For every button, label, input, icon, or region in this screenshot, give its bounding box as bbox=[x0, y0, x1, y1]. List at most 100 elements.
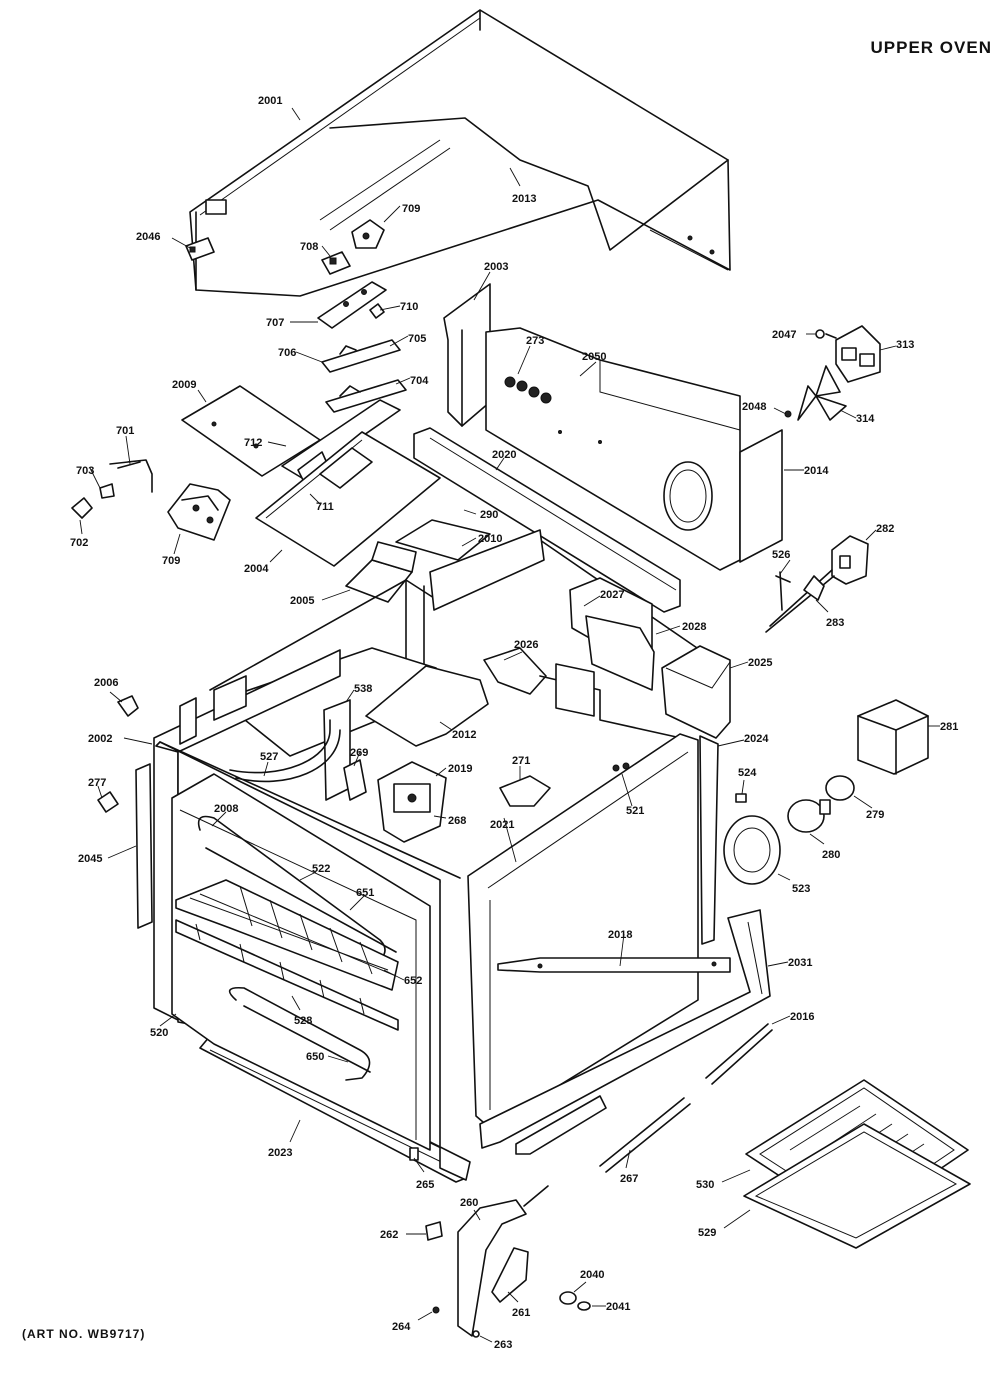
callout-712: 712 bbox=[244, 437, 262, 449]
callout-522: 522 bbox=[312, 863, 330, 875]
callout-707: 707 bbox=[266, 317, 284, 329]
callout-260: 260 bbox=[460, 1197, 478, 1209]
callout-2002: 2002 bbox=[88, 733, 112, 745]
callout-2009: 2009 bbox=[172, 379, 196, 391]
callout-2027: 2027 bbox=[600, 589, 624, 601]
clip-524 bbox=[735, 793, 747, 803]
callout-280: 280 bbox=[822, 849, 840, 861]
callout-650: 650 bbox=[306, 1051, 324, 1063]
callout-2005: 2005 bbox=[290, 595, 314, 607]
callout-279: 279 bbox=[866, 809, 884, 821]
callout-2026: 2026 bbox=[514, 639, 538, 651]
callout-529: 529 bbox=[698, 1227, 716, 1239]
callout-704: 704 bbox=[410, 375, 429, 387]
clip-2006 bbox=[117, 695, 139, 717]
bracket-2046 bbox=[185, 237, 215, 261]
callout-264: 264 bbox=[392, 1321, 411, 1333]
callout-652: 652 bbox=[404, 975, 422, 987]
callout-313: 313 bbox=[896, 339, 914, 351]
callout-2016: 2016 bbox=[790, 1011, 814, 1023]
callout-2020: 2020 bbox=[492, 449, 516, 461]
callout-2024: 2024 bbox=[744, 733, 769, 745]
part-271 bbox=[499, 775, 551, 807]
callout-521: 521 bbox=[626, 805, 644, 817]
callout-labels: 2001 2013 709 2046 708 710 707 705 706 7… bbox=[70, 95, 958, 1351]
callout-2019: 2019 bbox=[448, 763, 472, 775]
callout-2008: 2008 bbox=[214, 803, 238, 815]
callout-708: 708 bbox=[300, 241, 318, 253]
shield-2005 bbox=[345, 541, 417, 603]
callout-2031: 2031 bbox=[788, 957, 812, 969]
callout-269: 269 bbox=[350, 747, 368, 759]
light-bulb-280 bbox=[787, 799, 831, 833]
callout-711: 711 bbox=[316, 501, 334, 513]
callout-290: 290 bbox=[480, 509, 498, 521]
callout-709-lower: 709 bbox=[162, 555, 180, 567]
callout-281: 281 bbox=[940, 721, 958, 733]
callout-520: 520 bbox=[150, 1027, 168, 1039]
socket-277 bbox=[97, 791, 119, 813]
callout-538: 538 bbox=[354, 683, 372, 695]
callout-2012: 2012 bbox=[452, 729, 476, 741]
oven-body bbox=[135, 427, 773, 1183]
callout-267: 267 bbox=[620, 1173, 638, 1185]
callout-651: 651 bbox=[356, 887, 374, 899]
callout-527: 527 bbox=[260, 751, 278, 763]
callout-268: 268 bbox=[448, 815, 466, 827]
cover-2014 bbox=[739, 429, 783, 563]
callout-2048: 2048 bbox=[742, 401, 766, 413]
light-socket-279 bbox=[825, 775, 855, 801]
callout-265: 265 bbox=[416, 1179, 434, 1191]
lock-parts bbox=[71, 459, 231, 541]
callout-702: 702 bbox=[70, 537, 88, 549]
callout-524: 524 bbox=[738, 767, 757, 779]
callout-705: 705 bbox=[408, 333, 426, 345]
callout-277: 277 bbox=[88, 777, 106, 789]
callout-710: 710 bbox=[400, 301, 418, 313]
panel-2004 bbox=[255, 431, 441, 567]
callout-2006: 2006 bbox=[94, 677, 118, 689]
callout-2046: 2046 bbox=[136, 231, 160, 243]
callout-271: 271 bbox=[512, 755, 530, 767]
callout-2003: 2003 bbox=[484, 261, 508, 273]
switch-269 bbox=[343, 759, 367, 801]
fan-blade-314 bbox=[784, 365, 847, 421]
callout-526: 526 bbox=[772, 549, 790, 561]
callout-273: 273 bbox=[526, 335, 544, 347]
hinge-assembly bbox=[409, 1147, 549, 1338]
callout-2023: 2023 bbox=[268, 1147, 292, 1159]
callout-2021: 2021 bbox=[490, 819, 514, 831]
part-521 bbox=[612, 762, 630, 772]
callout-528: 528 bbox=[294, 1015, 312, 1027]
callout-263: 263 bbox=[494, 1339, 512, 1351]
callout-2013: 2013 bbox=[512, 193, 536, 205]
callout-261: 261 bbox=[512, 1307, 530, 1319]
callout-2014: 2014 bbox=[804, 465, 829, 477]
grommets-2040-2041 bbox=[559, 1291, 591, 1311]
callout-282: 282 bbox=[876, 523, 894, 535]
callout-530: 530 bbox=[696, 1179, 714, 1191]
fan-panel-2050 bbox=[485, 327, 741, 571]
callout-2047: 2047 bbox=[772, 329, 796, 341]
callout-2001: 2001 bbox=[258, 95, 282, 107]
callout-2025: 2025 bbox=[748, 657, 772, 669]
panel-2003 bbox=[443, 283, 491, 427]
callout-2018: 2018 bbox=[608, 929, 632, 941]
callout-262: 262 bbox=[380, 1229, 398, 1241]
callout-2028: 2028 bbox=[682, 621, 706, 633]
callout-2010: 2010 bbox=[478, 533, 502, 545]
callout-2004: 2004 bbox=[244, 563, 269, 575]
callout-706: 706 bbox=[278, 347, 296, 359]
callout-709: 709 bbox=[402, 203, 420, 215]
leader-lines bbox=[79, 107, 940, 1343]
element-2019 bbox=[377, 761, 447, 843]
callout-523: 523 bbox=[792, 883, 810, 895]
top-panel-2001 bbox=[189, 9, 731, 297]
switch-parts-708-709 bbox=[321, 219, 385, 275]
fan-motor-313 bbox=[815, 325, 881, 383]
broiler-pan-529 bbox=[743, 1123, 971, 1249]
light-housing-281 bbox=[857, 699, 929, 775]
thermostat-282 bbox=[765, 535, 869, 633]
callout-2050: 2050 bbox=[582, 351, 606, 363]
callout-283: 283 bbox=[826, 617, 844, 629]
